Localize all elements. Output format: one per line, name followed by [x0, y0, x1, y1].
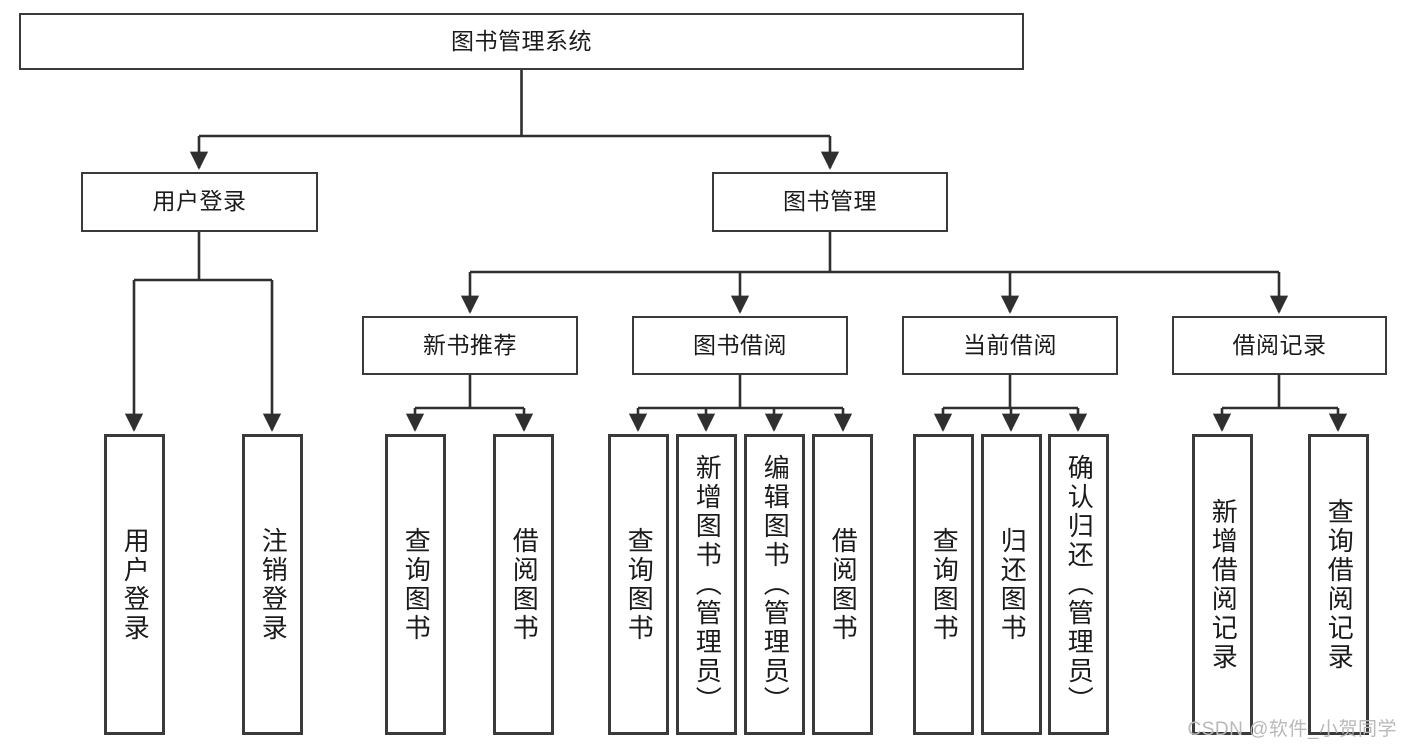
node-label: 新增借阅记录: [1208, 497, 1239, 672]
node-book-borrow[interactable]: 图书借阅: [632, 316, 848, 375]
leaf-borrow-record-query[interactable]: 查询借阅记录: [1308, 434, 1369, 735]
leaf-user-login-login[interactable]: 用户登录: [104, 434, 165, 735]
node-new-book-recommend[interactable]: 新书推荐: [362, 316, 578, 375]
leaf-new-book-query[interactable]: 查询图书: [385, 434, 446, 735]
node-book-management[interactable]: 图书管理: [712, 172, 948, 232]
node-label: 编辑图书（管理员）: [760, 454, 791, 715]
node-label: 确认归还（管理员）: [1064, 454, 1095, 715]
node-label: 借阅记录: [1232, 331, 1327, 358]
node-label: 借阅图书: [828, 526, 859, 643]
leaf-book-borrow-add[interactable]: 新增图书（管理员）: [676, 434, 737, 735]
watermark-text: CSDN @软件_小贺同学: [1187, 719, 1397, 740]
node-user-login[interactable]: 用户登录: [81, 172, 318, 232]
node-label: 查询借阅记录: [1324, 497, 1355, 672]
leaf-current-borrow-return[interactable]: 归还图书: [981, 434, 1042, 735]
node-label: 用户登录: [152, 188, 247, 215]
leaf-book-borrow-edit[interactable]: 编辑图书（管理员）: [744, 434, 805, 735]
node-borrow-record[interactable]: 借阅记录: [1172, 316, 1387, 375]
node-label: 注销登录: [258, 526, 289, 643]
node-current-borrow[interactable]: 当前借阅: [902, 316, 1118, 375]
leaf-book-borrow-borrow[interactable]: 借阅图书: [812, 434, 873, 735]
node-root-system[interactable]: 图书管理系统: [19, 13, 1024, 70]
leaf-borrow-record-add[interactable]: 新增借阅记录: [1192, 434, 1253, 735]
node-label: 查询图书: [401, 526, 432, 643]
node-label: 查询图书: [929, 526, 960, 643]
node-label: 新书推荐: [423, 331, 517, 358]
node-label: 图书管理: [783, 188, 877, 215]
node-label: 当前借阅: [963, 331, 1057, 358]
leaf-new-book-borrow[interactable]: 借阅图书: [493, 434, 554, 735]
node-label: 用户登录: [120, 526, 151, 643]
leaf-current-borrow-query[interactable]: 查询图书: [913, 434, 974, 735]
node-label: 借阅图书: [509, 526, 540, 643]
node-label: 图书借阅: [693, 331, 787, 358]
leaf-current-borrow-confirm-return[interactable]: 确认归还（管理员）: [1048, 434, 1109, 735]
node-label: 归还图书: [997, 526, 1028, 643]
leaf-book-borrow-query[interactable]: 查询图书: [608, 434, 669, 735]
leaf-user-login-logout[interactable]: 注销登录: [242, 434, 303, 735]
node-label: 新增图书（管理员）: [692, 454, 723, 715]
node-label: 图书管理系统: [451, 27, 592, 54]
node-label: 查询图书: [624, 526, 655, 643]
